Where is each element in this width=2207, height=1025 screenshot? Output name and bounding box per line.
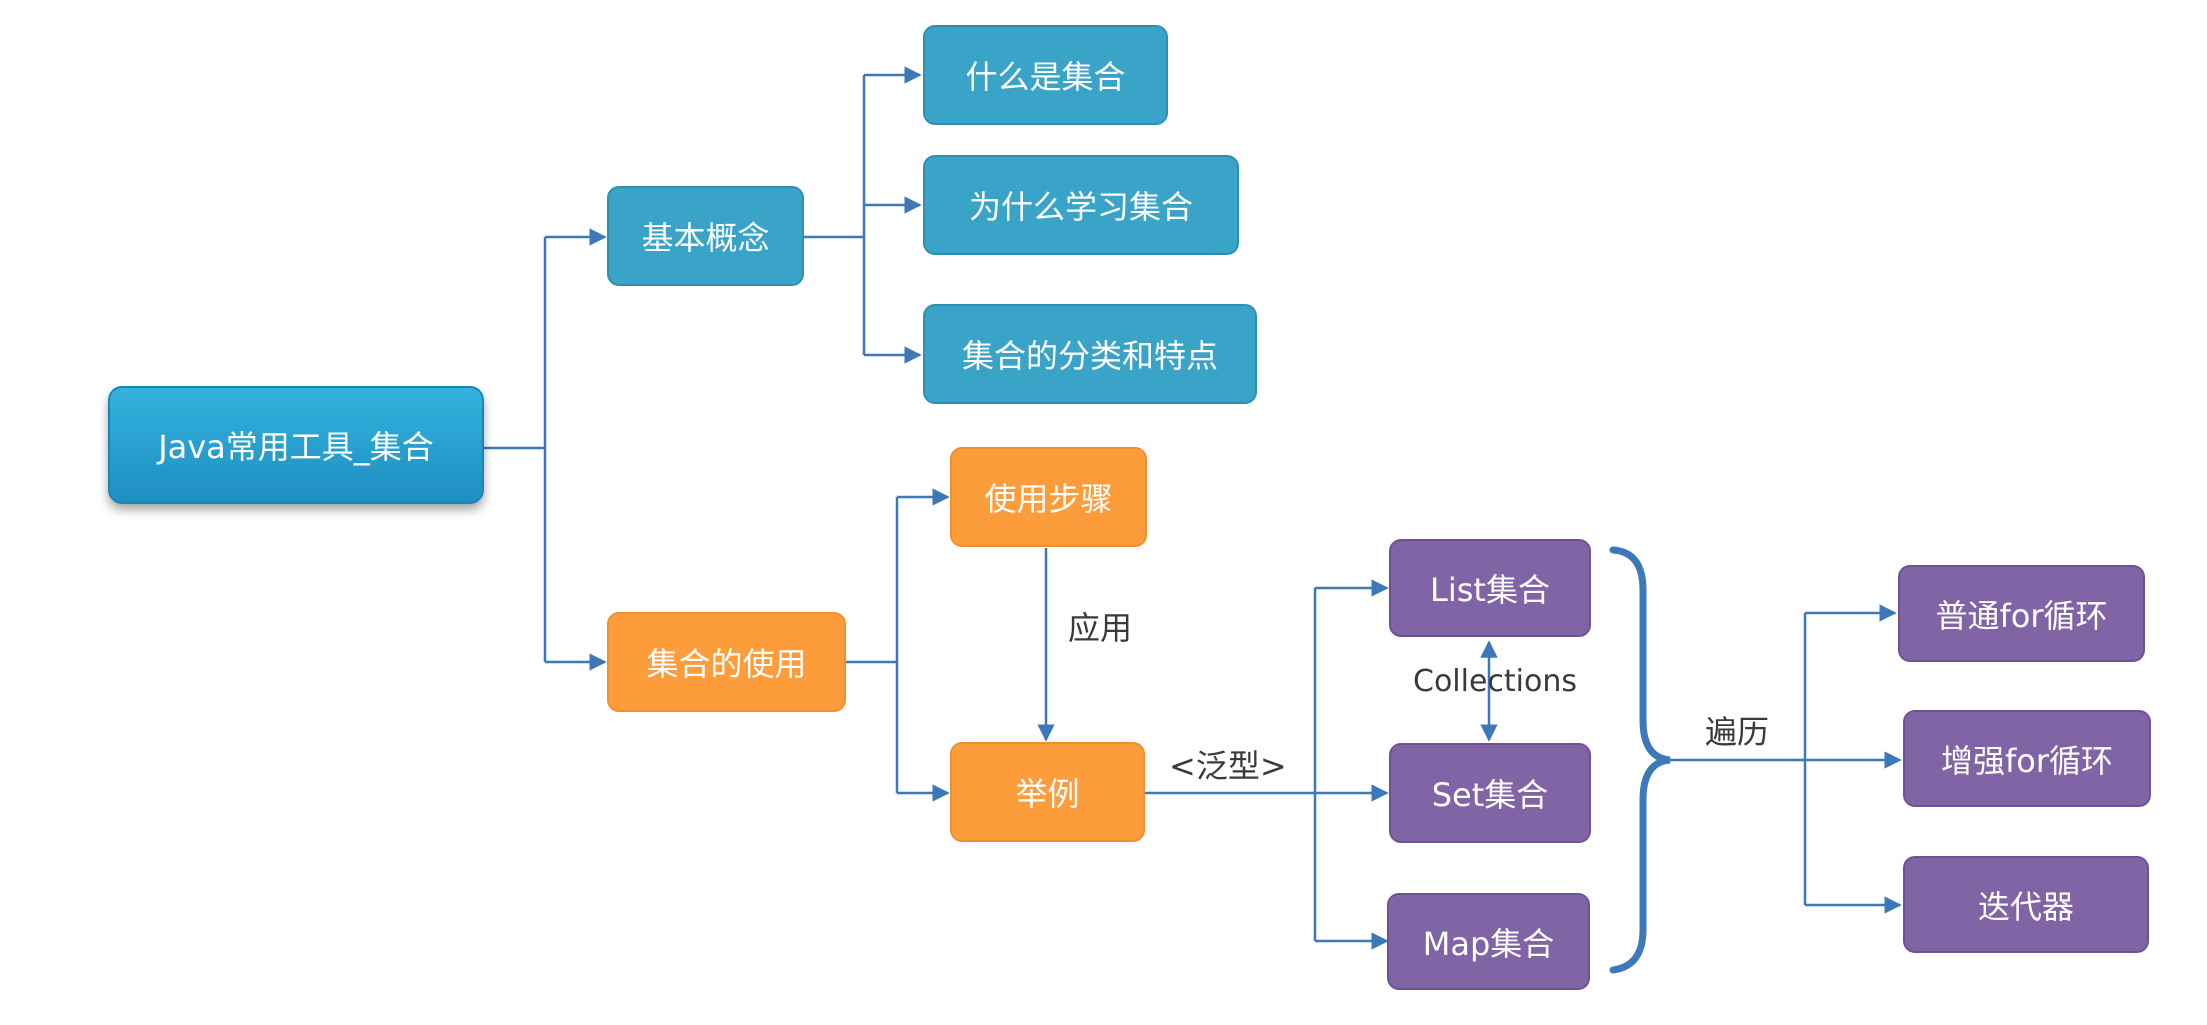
concept-child-types-and-features[interactable]: 集合的分类和特点	[923, 304, 1257, 404]
root-node[interactable]: Java常用工具_集合	[108, 386, 484, 504]
collections-util-label: Collections	[1413, 664, 1578, 699]
traversal-normal-for-node[interactable]: 普通for循环	[1898, 565, 2145, 662]
concept-label: 基本概念	[641, 219, 770, 257]
set-collection-label: Set集合	[1431, 776, 1549, 814]
set-collection-node[interactable]: Set集合	[1389, 743, 1591, 843]
traversal-label: 遍历	[1705, 713, 1770, 751]
apply-label: 应用	[1068, 609, 1133, 647]
usage-node[interactable]: 集合的使用	[607, 612, 846, 712]
concept-child-label: 集合的分类和特点	[961, 337, 1218, 375]
example-label: 举例	[1015, 775, 1080, 813]
generic-label: <泛型>	[1169, 747, 1287, 785]
concept-child-what-is-collection[interactable]: 什么是集合	[923, 25, 1168, 125]
map-collection-label: Map集合	[1422, 924, 1555, 963]
usage-label: 集合的使用	[646, 645, 807, 683]
list-collection-label: List集合	[1430, 571, 1550, 609]
traversal-iterator-node[interactable]: 迭代器	[1903, 856, 2149, 953]
concept-child-why-learn[interactable]: 为什么学习集合	[923, 155, 1239, 255]
traversal-method-label: 普通for循环	[1935, 596, 2108, 635]
traversal-method-label: 迭代器	[1977, 887, 2074, 926]
concept-child-label: 为什么学习集合	[968, 188, 1193, 226]
usage-steps-label: 使用步骤	[984, 480, 1113, 518]
example-node[interactable]: 举例	[950, 742, 1145, 842]
concept-node[interactable]: 基本概念	[607, 186, 804, 286]
curly-brace	[1609, 546, 1671, 974]
traversal-enhanced-for-node[interactable]: 增强for循环	[1903, 710, 2151, 807]
usage-steps-node[interactable]: 使用步骤	[950, 447, 1147, 547]
root-label: Java常用工具_集合	[158, 428, 434, 466]
map-collection-node[interactable]: Map集合	[1387, 893, 1590, 990]
traversal-method-label: 增强for循环	[1940, 741, 2113, 780]
concept-child-label: 什么是集合	[965, 58, 1126, 96]
list-collection-node[interactable]: List集合	[1389, 539, 1591, 637]
